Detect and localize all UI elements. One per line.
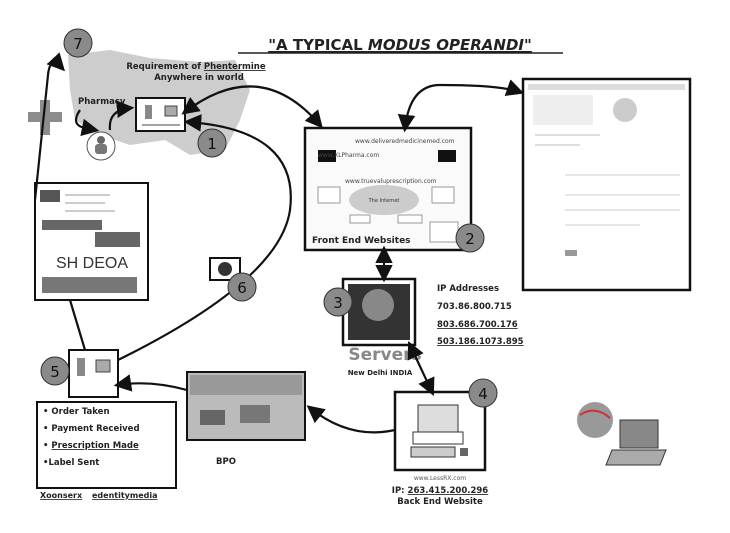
back-end-box [393,390,487,472]
order-step: • Order Taken [43,407,110,417]
person-icon [86,131,116,161]
step-badge-6: 6 [227,272,257,302]
flow-arrows [33,52,525,434]
customer-computer-box [135,97,186,132]
requirement-text: Requirement of Phentermine [126,62,265,72]
bpo-label: BPO [216,457,236,467]
svg-text:5: 5 [50,363,60,381]
step-badge-1: 1 [197,128,227,158]
step-badge-5: 5 [40,356,70,386]
bottom-link[interactable]: Xoonserx [40,491,83,500]
diagram-title: "A TYPICAL MODUS OPERANDI" [268,36,532,54]
step-badges: 7 1 2 3 4 5 6 [40,28,498,408]
bpo-photo [186,371,306,441]
pharmacy-cross-icon [28,100,62,135]
website-screenshot-box [521,77,692,292]
globe-laptop-icon [577,402,667,466]
step-badge-3: 3 [323,287,353,317]
svg-text:6: 6 [237,279,247,297]
bottom-link[interactable]: edentitymedia [92,491,158,500]
front-end-websites-box: The Internet www.deliveredmedicinemed.co… [303,126,473,252]
requirement-text-line2: Anywhere in world [154,73,244,83]
ip-heading: IP Addresses [437,284,499,294]
svg-text:1: 1 [207,135,217,153]
site-link: www.truevaluprescription.com [345,178,437,185]
site-link: www.deliveredmedicinemed.com [355,138,455,145]
back-end-caption: Back End Website [397,497,483,507]
step-badge-4: 4 [468,378,498,408]
step-badge-2: 2 [455,223,485,253]
svg-text:2: 2 [465,230,475,248]
order-step: • Payment Received [43,424,140,434]
order-step: •Label Sent [43,458,99,468]
servers-box [341,277,417,347]
servers-label: Servers [348,345,421,365]
phone-icon [209,257,241,281]
servers-location: New Delhi INDIA [348,369,413,377]
ip-address: 803.686.700.176 [437,320,518,330]
ip-address: 503.186.1073.895 [437,337,524,347]
step-badge-7: 7 [63,28,93,58]
shipping-label-text: SH DEOA [56,255,128,272]
shipping-label-box: SH DEOA [34,182,149,301]
svg-text:7: 7 [73,35,83,53]
site-link: www.XLPharma.com [318,152,379,159]
ip-address: 703.86.800.715 [437,302,512,312]
order-steps-box [36,401,177,489]
order-computer-box [68,349,119,398]
svg-text:The Internet: The Internet [368,198,400,204]
pharmacy-label: Pharmacy [78,97,126,107]
front-end-caption: Front End Websites [312,236,411,246]
svg-text:3: 3 [333,294,343,312]
svg-text:4: 4 [478,385,488,403]
back-end-ip: IP: 263.415.200.296 [392,486,489,496]
order-step: • Prescription Made [43,441,139,451]
back-end-site: www.LessRX.com [414,475,466,482]
